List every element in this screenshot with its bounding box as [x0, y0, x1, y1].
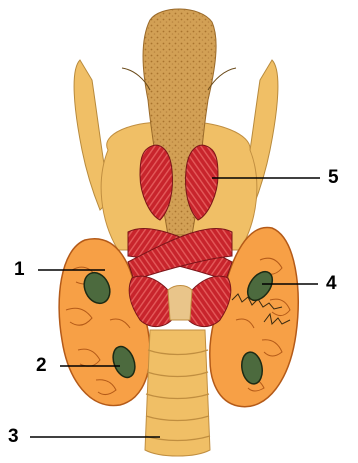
cricoid-center [168, 286, 192, 321]
label-1: 1 [14, 260, 25, 279]
label-5: 5 [328, 168, 339, 187]
label-2: 2 [36, 356, 47, 375]
label-4: 4 [326, 274, 337, 293]
label-3: 3 [8, 427, 19, 446]
